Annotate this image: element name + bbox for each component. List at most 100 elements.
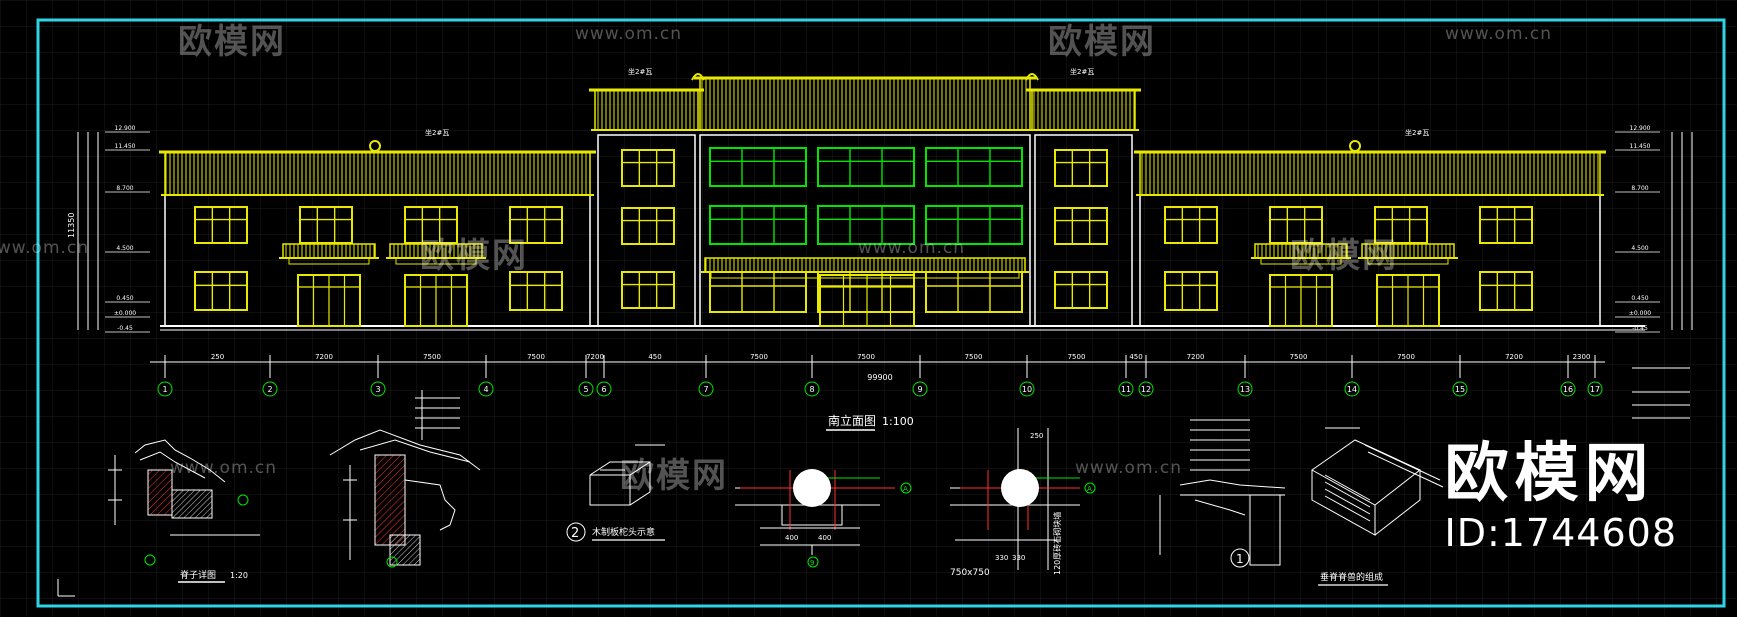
detail-2-num: 2 — [571, 526, 579, 541]
axis-bubble-17 — [1587, 381, 1603, 397]
axis-label-6: 6 — [601, 385, 606, 394]
ucs-icon — [57, 579, 75, 597]
axis-bubble-14 — [1344, 381, 1360, 397]
right-upper-window-3 — [1479, 206, 1533, 244]
right-upper-window-2 — [1374, 206, 1428, 244]
watermark-logo-5: 欧模网 — [620, 456, 728, 496]
left-canopy-2-frieze — [395, 257, 477, 265]
right-upper-window-1 — [1269, 206, 1323, 244]
detail-4-dim-a: 400 — [785, 534, 798, 542]
axis-dim-10: 450 — [1129, 353, 1142, 361]
axis-bubble-5 — [578, 381, 594, 397]
axis-dim-4: 7200 — [586, 353, 604, 361]
detail-4-size: 750x750 — [950, 568, 990, 578]
tower-ornament-0 — [691, 73, 705, 81]
right-tower-window-1 — [1054, 207, 1108, 245]
left-lower-window-1 — [509, 271, 563, 311]
watermark-url-3: www.om.cn — [0, 238, 90, 258]
legend-notes — [1632, 367, 1690, 419]
axis-bubble-15 — [1452, 381, 1468, 397]
detail-6-eave — [1159, 419, 1286, 566]
axis-dim-8: 7500 — [965, 353, 983, 361]
watermark-url-5: www.om.cn — [170, 458, 278, 478]
central-mid-window-1 — [817, 205, 915, 245]
central-canopy-frieze — [710, 271, 1020, 279]
elevation-title: 南立面图 — [828, 413, 876, 428]
watermark-logo-2: 欧模网 — [1048, 22, 1156, 62]
watermark-logo-3: 欧模网 — [420, 236, 528, 276]
axis-bubble-10 — [1019, 381, 1035, 397]
level-right-2: 8.700 — [1631, 185, 1648, 192]
elevation-scale: 1:100 — [882, 415, 914, 428]
watermark-url-1: www.om.cn — [575, 24, 683, 44]
roof-note-left-high: 坐2#瓦 — [628, 67, 652, 76]
right-canopy-2-frieze — [1367, 257, 1449, 265]
level-left-2: 8.700 — [116, 185, 133, 192]
central-mid-window-0 — [709, 205, 807, 245]
axis-dim-9: 7500 — [1068, 353, 1086, 361]
axis-bubble-6 — [596, 381, 612, 397]
axis-label-17: 17 — [1590, 385, 1600, 394]
axis-a-label-1: A — [903, 485, 908, 493]
right-tower-window-2 — [1054, 271, 1108, 309]
axis-label-1: 1 — [162, 385, 167, 394]
watermark-url-2: www.om.cn — [1445, 24, 1553, 44]
right-wing-roof — [1139, 151, 1601, 196]
axis-label-16: 16 — [1563, 385, 1573, 394]
axis-dim-15: 2300 — [1573, 353, 1591, 361]
axis-dim-13: 7500 — [1397, 353, 1415, 361]
axis-label-8: 8 — [809, 385, 814, 394]
axis-a-label-2: A — [1087, 485, 1092, 493]
axis-dim-2: 7500 — [423, 353, 441, 361]
axis-bubble-8 — [804, 381, 820, 397]
central-upper-window-0 — [709, 147, 807, 187]
roof-ornament-0 — [369, 140, 381, 152]
axis-bubble-7 — [698, 381, 714, 397]
left-upper-window-2 — [404, 206, 458, 244]
right-upper-window-0 — [1164, 206, 1218, 244]
left-upper-window-3 — [509, 206, 563, 244]
left-tower-roof — [594, 89, 699, 131]
detail-3-beam-head — [589, 444, 665, 506]
axis-dim-3: 7500 — [527, 353, 545, 361]
left-height-total: 11350 — [67, 213, 76, 238]
right-lower-window-0 — [1164, 271, 1218, 311]
brand-logo-text: 欧模网 — [1444, 437, 1655, 511]
right-lower-window-1 — [1479, 271, 1533, 311]
axis-label-11: 11 — [1121, 385, 1131, 394]
central-upper-window-2 — [925, 147, 1023, 187]
left-tower-wall — [597, 134, 696, 327]
level-left-0: 12.900 — [115, 125, 136, 132]
watermark-logo-1: 欧模网 — [178, 22, 286, 62]
detail-4-title: 120厚砖石砌块墙 — [1052, 512, 1062, 575]
axis-dim-6: 7500 — [750, 353, 768, 361]
axis-dim-14: 7200 — [1505, 353, 1523, 361]
model-id: ID:1744608 — [1444, 511, 1677, 555]
drawing-frame — [36, 18, 1726, 608]
axis-dim-5: 450 — [648, 353, 661, 361]
axis-label-9: 9 — [917, 385, 922, 394]
axis-bubble-2 — [262, 381, 278, 397]
detail-3-num: 9 — [810, 559, 814, 567]
axis-bubble-11 — [1118, 381, 1134, 397]
axis-bubble-4 — [478, 381, 494, 397]
axis-dim-1: 7200 — [315, 353, 333, 361]
right-level-markers — [1671, 132, 1693, 330]
tower-ornament-1 — [1025, 73, 1039, 81]
axis-label-5: 5 — [583, 385, 588, 394]
left-canopy-1 — [282, 243, 376, 259]
axis-label-14: 14 — [1347, 385, 1357, 394]
detail-2-eave-section — [329, 390, 481, 568]
left-upper-window-0 — [194, 206, 248, 244]
level-right-3: 4.500 — [1631, 245, 1648, 252]
detail-4-dim-e: 330 — [1012, 554, 1025, 562]
roof-note-right: 坐2#瓦 — [1405, 128, 1429, 137]
south-elevation — [159, 73, 1645, 331]
watermark-url-4: www.om.cn — [858, 238, 966, 258]
level-left-3: 4.500 — [116, 245, 133, 252]
